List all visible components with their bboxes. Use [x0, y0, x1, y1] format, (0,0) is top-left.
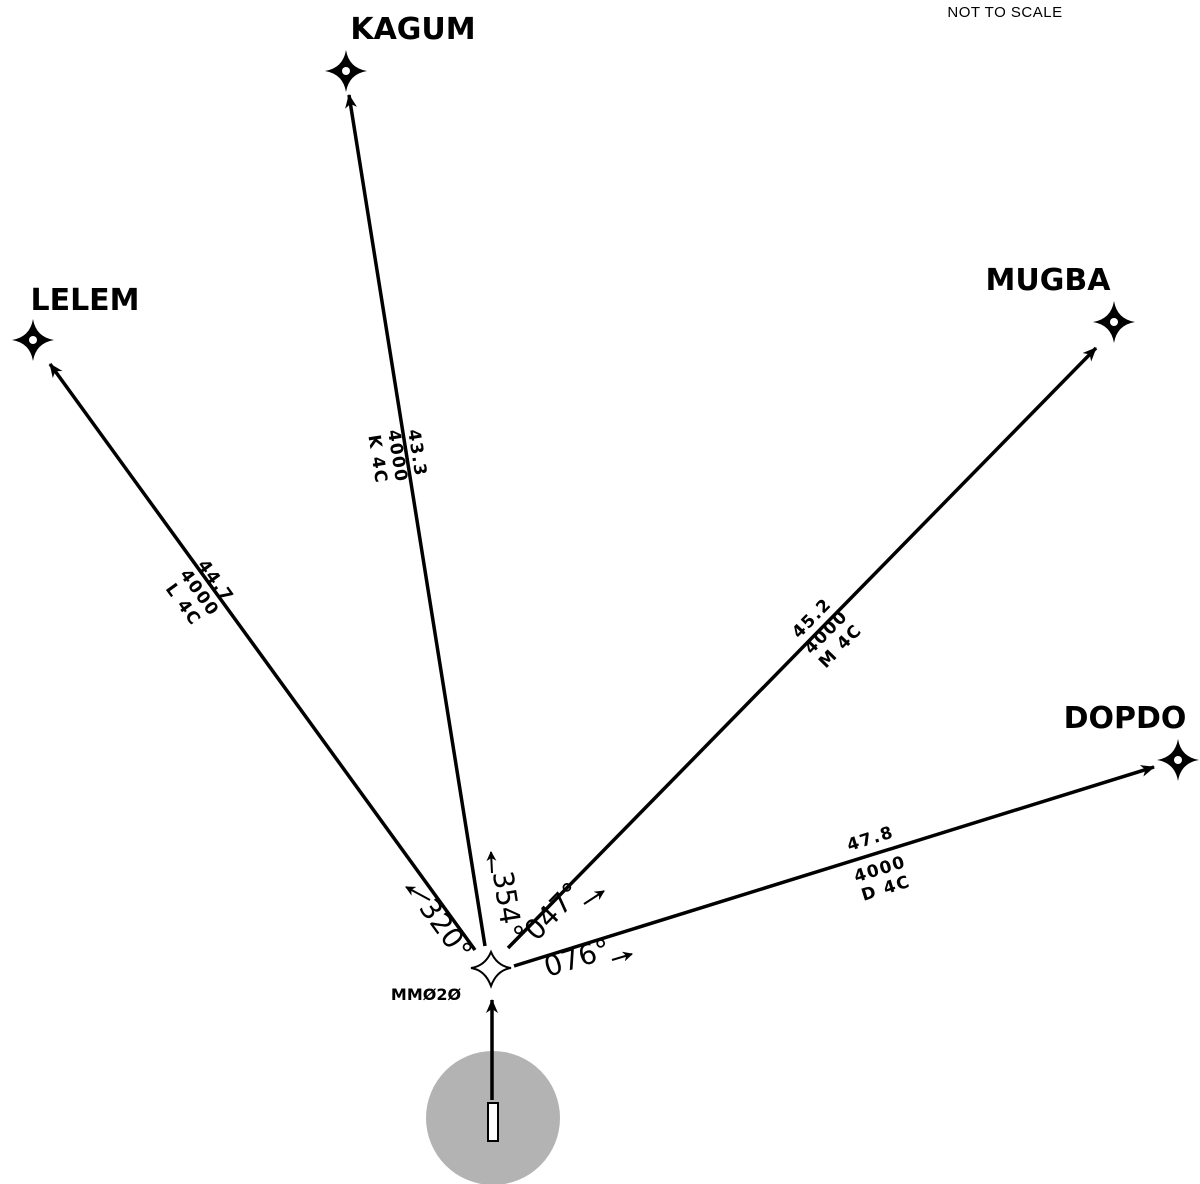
waypoint-name: DOPDO — [1064, 701, 1187, 736]
initial-fix-icon — [470, 949, 512, 989]
course-arrow — [583, 890, 605, 905]
initial-fix-label: MMØ2Ø — [391, 985, 462, 1004]
runway — [487, 1102, 499, 1142]
course-dopdo: 076° — [540, 932, 633, 984]
waypoint-star-icon — [12, 319, 54, 361]
course-arrow — [486, 851, 497, 874]
course-label: 076° — [540, 932, 614, 984]
waypoint-lelem: LELEM — [12, 283, 140, 361]
leg-kagum-line — [345, 94, 487, 947]
leg-mugba-data: 45.2 4000 M 4C — [788, 594, 866, 672]
waypoint-dopdo: DOPDO — [1064, 701, 1199, 781]
leg-dopdo-line — [513, 765, 1155, 968]
leg-lelem-data: 44.7 4000 L 4C — [161, 556, 237, 630]
waypoint-kagum: KAGUM — [325, 12, 476, 92]
waypoint-name: MUGBA — [986, 263, 1112, 298]
course-label: 320° — [413, 892, 479, 966]
waypoint-name: KAGUM — [350, 12, 475, 47]
course-lelem: 320° — [405, 886, 479, 966]
waypoint-star-icon — [1157, 739, 1199, 781]
course-arrow — [611, 951, 633, 962]
waypoint-name: LELEM — [30, 283, 139, 318]
leg-kagum-data: 43.3 4000 K 4C — [363, 428, 430, 485]
airport — [426, 1051, 560, 1184]
waypoint-mugba: MUGBA — [986, 263, 1135, 343]
waypoint-star-icon — [325, 50, 367, 92]
leg-dopdo-data: 47.8 4000 D 4C — [845, 822, 913, 905]
waypoint-star-icon — [1093, 301, 1135, 343]
not-to-scale-note: NOT TO SCALE — [947, 4, 1062, 21]
course-label: 047° — [518, 876, 589, 947]
leg-lelem-line — [48, 362, 477, 952]
initial-fix: MMØ2Ø — [391, 949, 512, 1004]
leg-mugba-line — [506, 346, 1098, 950]
course-arrow — [405, 886, 431, 901]
